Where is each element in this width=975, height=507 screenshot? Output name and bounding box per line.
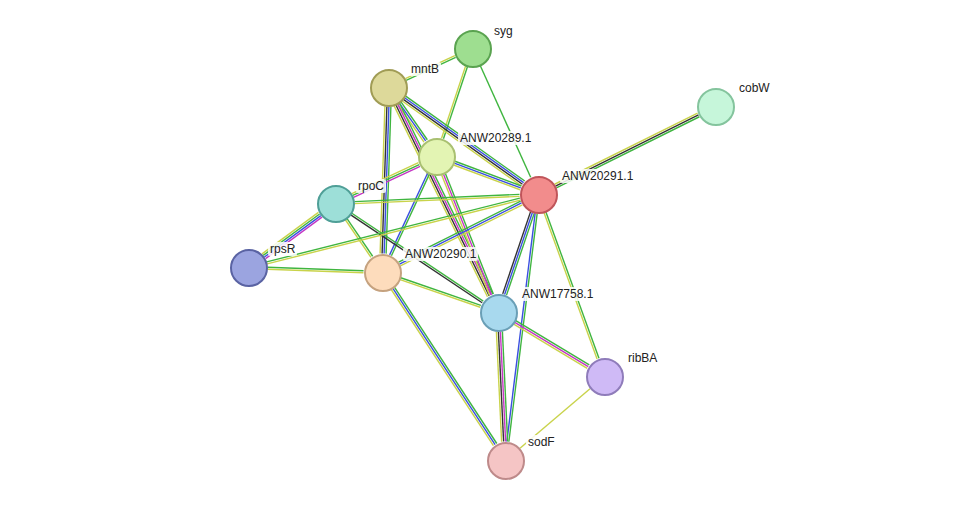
node-label: mntB (409, 62, 441, 76)
protein-node: cobW (697, 88, 735, 126)
interaction-edge (267, 198, 521, 264)
protein-node: ribBA (586, 358, 624, 396)
evidence-line (391, 289, 493, 445)
interaction-edge (442, 173, 494, 295)
evidence-line (355, 196, 520, 203)
evidence-line (263, 214, 319, 255)
interaction-edge (514, 321, 590, 369)
protein-node: ANW20290.1 (364, 254, 402, 292)
interaction-edge (480, 66, 530, 177)
node-label: sodF (526, 435, 557, 449)
evidence-line (520, 389, 590, 448)
node-label: ribBA (626, 351, 659, 365)
node-label: rpsR (268, 242, 297, 256)
evidence-line (353, 165, 420, 196)
evidence-line (516, 321, 589, 365)
interaction-edge (405, 56, 455, 81)
protein-node: ANW20291.1 (520, 176, 558, 214)
evidence-line (401, 278, 481, 306)
interaction-edge (544, 212, 599, 359)
evidence-line (444, 174, 492, 295)
protein-node: mntB (370, 69, 408, 107)
interaction-edge (442, 66, 468, 139)
protein-node: sodF (487, 442, 525, 480)
evidence-line (454, 165, 520, 190)
node-label: ANW20290.1 (403, 247, 478, 261)
evidence-line (351, 215, 482, 303)
evidence-line (546, 212, 599, 358)
evidence-line (555, 113, 698, 184)
evidence-line (399, 203, 521, 264)
evidence-line (496, 332, 501, 442)
evidence-line (406, 57, 456, 80)
interaction-edge (390, 173, 430, 255)
interaction-edge (496, 331, 507, 441)
evidence-line (454, 163, 520, 188)
node-label: rpoC (356, 179, 386, 193)
evidence-line (267, 198, 520, 262)
evidence-line (405, 56, 455, 79)
interaction-edge (399, 201, 523, 266)
evidence-line (354, 166, 421, 197)
evidence-line (400, 280, 480, 308)
evidence-line (267, 269, 363, 273)
interaction-edge (354, 194, 519, 203)
interaction-edge (267, 267, 363, 273)
protein-node: ANW20289.1 (418, 138, 456, 176)
evidence-line (514, 324, 587, 368)
node-label: ANW17758.1 (520, 287, 595, 301)
evidence-line (352, 163, 419, 194)
protein-node: ANW17758.1 (480, 294, 518, 332)
interaction-edge (352, 163, 420, 198)
interaction-edge (454, 161, 522, 189)
evidence-line (400, 205, 522, 266)
interaction-edge (520, 389, 590, 448)
evidence-line (515, 322, 588, 366)
node-label: cobW (737, 81, 772, 95)
evidence-line (399, 201, 521, 262)
evidence-line (556, 115, 699, 186)
evidence-line (556, 117, 699, 188)
evidence-line (480, 66, 530, 177)
evidence-line (267, 200, 520, 264)
node-label: ANW20289.1 (458, 131, 533, 145)
interaction-edge (400, 278, 481, 308)
node-label: ANW20291.1 (560, 169, 635, 183)
interaction-edge (555, 113, 700, 188)
protein-node: syg (454, 30, 492, 68)
node-label: syg (492, 24, 515, 38)
evidence-line (544, 213, 597, 359)
protein-node: rpsR (230, 249, 268, 287)
evidence-line (445, 173, 493, 294)
protein-node: rpoC (317, 185, 355, 223)
evidence-line (455, 161, 521, 186)
